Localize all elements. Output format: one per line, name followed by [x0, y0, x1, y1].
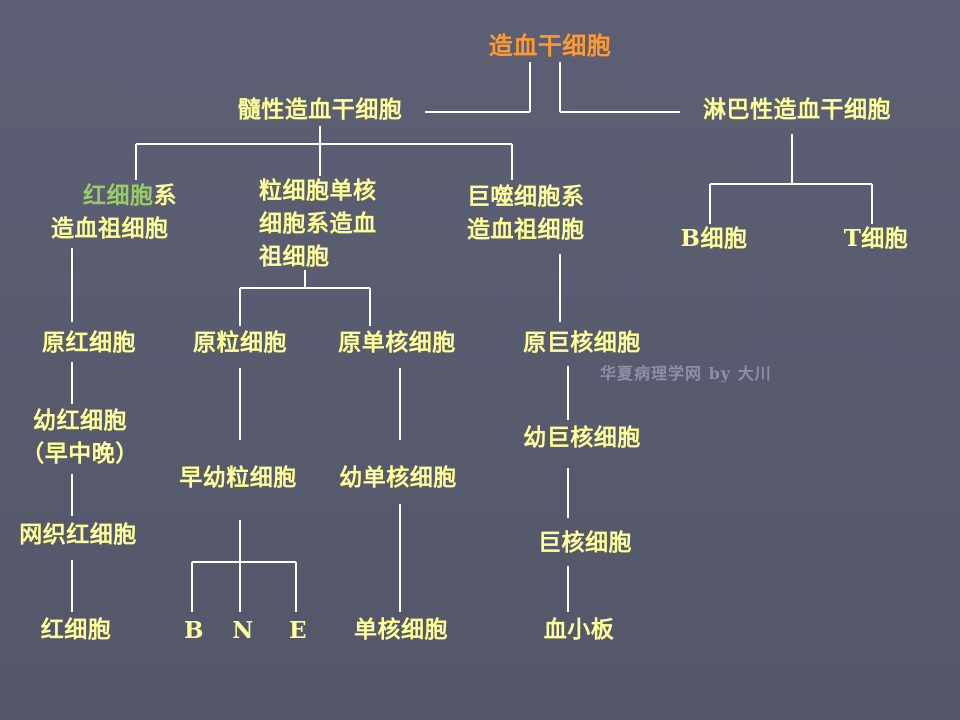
megakaryocyte-progenitor: 巨噬细胞系 造血祖细胞	[467, 181, 585, 247]
erythroid-progenitor-green-text: 红细胞	[83, 183, 154, 209]
erythroid-progenitor: 红细胞系 造血祖细胞	[51, 180, 177, 246]
monoblast: 原单核细胞	[338, 330, 456, 356]
promonocyte: 幼单核细胞	[339, 465, 457, 491]
platelet: 血小板	[543, 617, 615, 643]
monocyte: 单核细胞	[354, 617, 448, 643]
watermark: 华夏病理学网 by 大川	[600, 364, 772, 383]
granulocyte-monocyte-progenitor: 粒细胞单核 细胞系造血 祖细胞	[259, 175, 377, 274]
myeloblast: 原粒细胞	[193, 330, 287, 356]
erythroid-progenitor-suffix: 系	[153, 183, 177, 209]
erythrocyte: 红细胞	[40, 617, 112, 643]
promegakaryocyte: 幼巨核细胞	[523, 425, 641, 451]
lymphoid-stem-cell: 淋巴性造血干细胞	[703, 97, 891, 123]
erythroid-progenitor-line2: 造血祖细胞	[51, 216, 169, 242]
gm-progenitor-line3: 祖细胞	[259, 244, 330, 270]
t-cell: T细胞	[843, 225, 909, 252]
myeloid-stem-cell: 髓性造血干细胞	[237, 97, 403, 123]
neutrophil: N	[232, 617, 254, 644]
promyelocyte: 早幼粒细胞	[179, 465, 297, 491]
normoblast: 幼红细胞 （早中晚）	[21, 405, 139, 471]
megakaryocyte: 巨核细胞	[538, 530, 632, 556]
gm-progenitor-line1: 粒细胞单核	[259, 178, 377, 204]
hematopoietic-stem-cell: 造血干细胞	[488, 32, 612, 60]
normoblast-line1: 幼红细胞	[33, 408, 127, 434]
mega-progenitor-line1: 巨噬细胞系	[467, 184, 585, 210]
gm-progenitor-line2: 细胞系造血	[259, 211, 377, 237]
megakaryoblast: 原巨核细胞	[523, 330, 641, 356]
proerythroblast: 原红细胞	[42, 330, 136, 356]
normoblast-line2: （早中晚）	[21, 441, 139, 467]
basophil: B	[184, 617, 204, 644]
mega-progenitor-line2: 造血祖细胞	[467, 217, 585, 243]
reticulocyte: 网织红细胞	[19, 522, 137, 548]
eosinophil: E	[288, 617, 308, 644]
b-cell: B细胞	[680, 225, 748, 252]
